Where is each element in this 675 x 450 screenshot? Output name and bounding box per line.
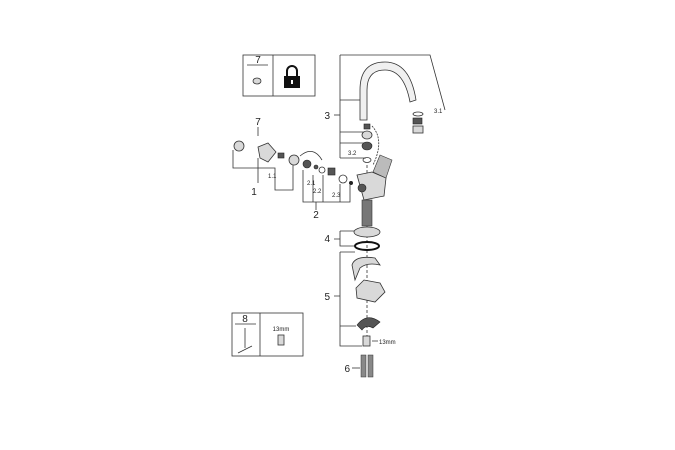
box-8-size: 13mm xyxy=(273,327,290,333)
info-box-8: 8 13mm xyxy=(231,312,304,357)
callout-3-1: 3.1 xyxy=(434,109,443,115)
callout-2-1: 2.1 xyxy=(307,181,316,187)
wrench-size-label: 13mm xyxy=(379,340,396,346)
tool-icon xyxy=(237,328,253,354)
nut-icon xyxy=(277,334,285,346)
callout-2-2: 2.2 xyxy=(313,189,322,195)
callout-7: 7 xyxy=(255,117,261,128)
spout-assembly: 3 3.1 3.2 xyxy=(324,54,446,166)
padlock-icon xyxy=(284,65,300,88)
callout-1: 1 xyxy=(251,187,257,198)
callout-2-3: 2.3 xyxy=(332,193,341,199)
callout-5: 5 xyxy=(324,292,330,303)
box-7-label: 7 xyxy=(255,55,261,66)
callout-1-1: 1.1 xyxy=(268,174,277,180)
callout-3-2: 3.2 xyxy=(348,151,357,157)
callout-2: 2 xyxy=(313,210,319,221)
callout-3: 3 xyxy=(324,111,330,122)
screw-icon xyxy=(252,77,262,85)
box-8-label: 8 xyxy=(242,314,248,325)
handle-parts: 7 1 1.1 2.1 2.2 2.3 2 xyxy=(232,117,353,221)
callout-6: 6 xyxy=(344,364,350,375)
info-box-7: 7 xyxy=(242,54,316,97)
mounting-parts: 4 5 6 13mm xyxy=(324,226,396,378)
callout-4: 4 xyxy=(324,234,330,245)
tap-body xyxy=(356,154,393,345)
